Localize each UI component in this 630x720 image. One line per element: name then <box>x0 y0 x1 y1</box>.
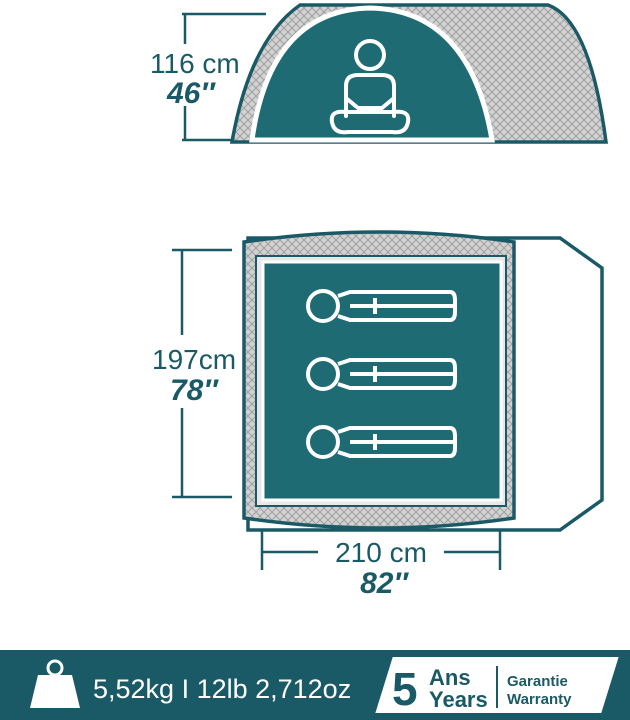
top-view: 197cm 78″ <box>152 230 604 600</box>
seated-person-icon <box>329 39 411 135</box>
warranty-years-label: Years <box>429 687 488 712</box>
length-in-label: 78″ <box>170 374 219 407</box>
side-view: 116 cm 46″ <box>150 3 608 144</box>
length-dimension-line <box>172 248 232 499</box>
footer-bar: 5,52kg I 12lb 2,712oz 5 Ans Years Garant… <box>0 650 630 720</box>
width-cm-label: 210 cm <box>335 537 427 568</box>
warranty-warranty-label: Warranty <box>507 691 572 708</box>
weight-icon <box>30 659 80 708</box>
width-dimension-line <box>260 530 502 570</box>
warranty-badge: 5 Ans Years Garantie Warranty <box>366 650 630 720</box>
height-cm-label: 116 cm <box>150 48 240 79</box>
weight-text: 5,52kg I 12lb 2,712oz <box>93 674 351 704</box>
sleeping-area <box>261 260 503 502</box>
sleeping-person-icon <box>306 289 457 323</box>
sleeping-person-icon <box>306 425 457 459</box>
height-in-label: 46″ <box>166 77 216 110</box>
warranty-ans-label: Ans <box>429 665 471 690</box>
width-in-label: 82″ <box>360 567 409 600</box>
warranty-years-number: 5 <box>392 663 418 715</box>
sleeping-person-icon <box>306 357 457 391</box>
warranty-garantie-label: Garantie <box>507 673 568 690</box>
length-cm-label: 197cm <box>152 344 236 375</box>
